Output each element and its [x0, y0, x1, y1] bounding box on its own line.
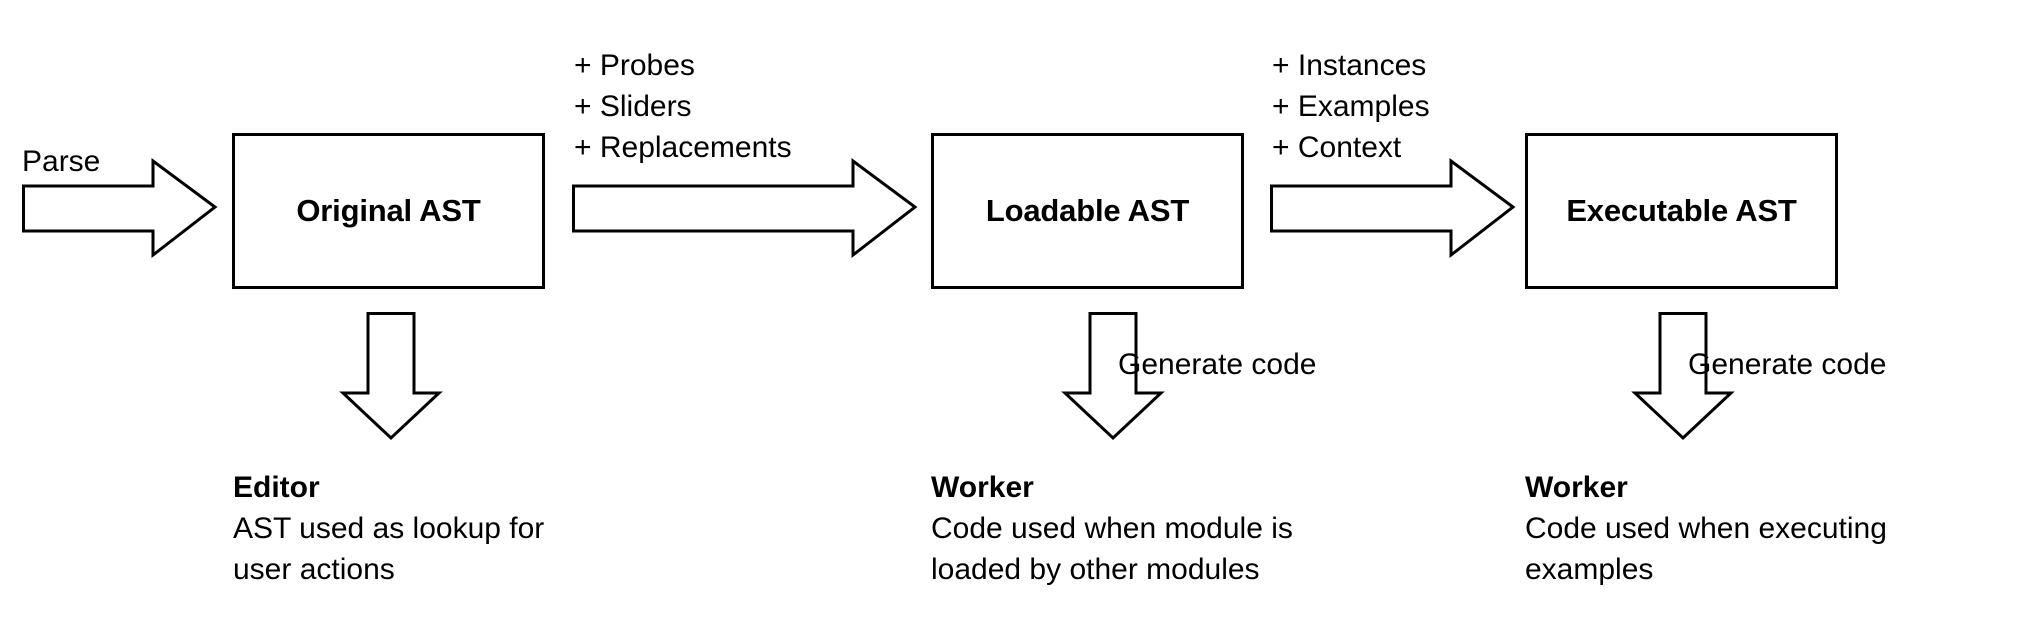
stage-box-loadable-ast[interactable]: Loadable AST	[931, 133, 1244, 289]
caption-editor: Editor AST used as lookup for user actio…	[233, 467, 544, 590]
caption-title-worker-executable: Worker	[1525, 471, 1628, 504]
caption-line-editor-2: user actions	[233, 553, 395, 586]
caption-line-editor-1: AST used as lookup for	[233, 512, 545, 545]
down-arrow-to-worker-executable	[1631, 312, 1735, 441]
annotation-sliders: + Sliders	[574, 90, 692, 123]
generate-code-label-executable: Generate code	[1688, 348, 1887, 381]
annotation-context: + Context	[1272, 131, 1402, 164]
stage-label-executable-ast: Executable AST	[1566, 193, 1797, 228]
parse-flow-arrow	[22, 158, 218, 259]
annotation-examples: + Examples	[1272, 90, 1430, 123]
flow-arrow-original-to-loadable	[572, 158, 918, 259]
caption-line-worker-loadable-2: loaded by other modules	[931, 553, 1260, 586]
annotations-to-loadable: + Probes + Sliders + Replacements	[574, 45, 792, 168]
annotations-to-executable: + Instances + Examples + Context	[1272, 45, 1430, 168]
down-arrow-to-worker-loadable	[1061, 312, 1165, 441]
stage-label-loadable-ast: Loadable AST	[985, 193, 1190, 228]
caption-worker-loadable: Worker Code used when module is loaded b…	[931, 467, 1293, 590]
down-arrow-to-editor	[339, 312, 443, 441]
caption-line-worker-loadable-1: Code used when module is	[931, 512, 1293, 545]
annotation-instances: + Instances	[1272, 49, 1427, 82]
parse-arrow-label: Parse	[22, 145, 101, 178]
stage-box-executable-ast[interactable]: Executable AST	[1525, 133, 1838, 289]
stage-label-original-ast: Original AST	[296, 193, 481, 228]
caption-title-worker-loadable: Worker	[931, 471, 1034, 504]
annotation-probes: + Probes	[574, 49, 695, 82]
caption-line-worker-executable-2: examples	[1525, 553, 1654, 586]
caption-line-worker-executable-1: Code used when executing	[1525, 512, 1887, 545]
stage-box-original-ast[interactable]: Original AST	[232, 133, 545, 289]
generate-code-label-loadable: Generate code	[1118, 348, 1317, 381]
flow-arrow-loadable-to-executable	[1270, 158, 1516, 259]
caption-worker-executable: Worker Code used when executing examples	[1525, 467, 1887, 590]
caption-title-editor: Editor	[233, 471, 320, 504]
annotation-replacements: + Replacements	[574, 131, 792, 164]
